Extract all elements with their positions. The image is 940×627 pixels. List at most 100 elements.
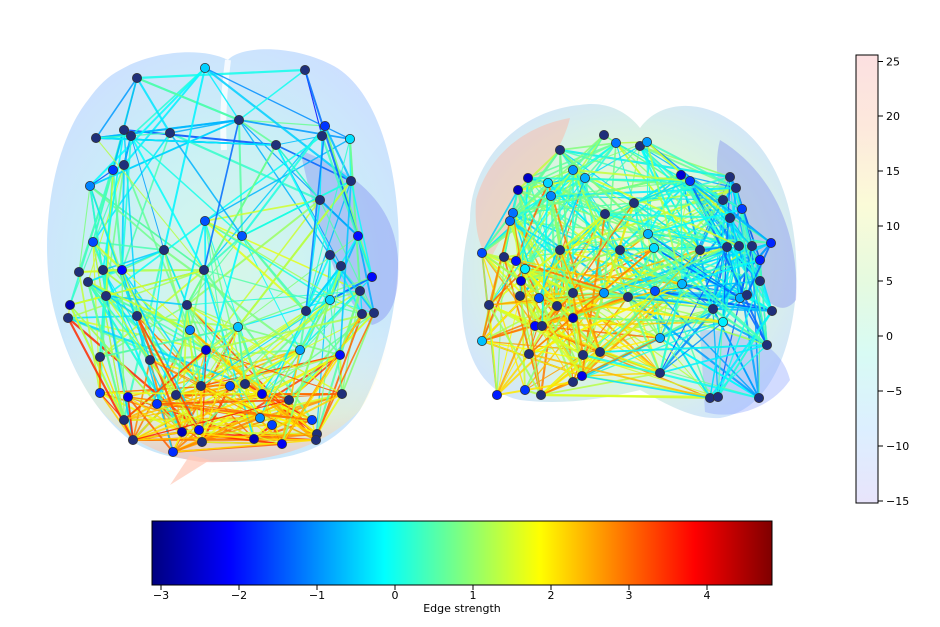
network-edge xyxy=(204,67,240,121)
network-edge xyxy=(654,289,773,313)
network-edge xyxy=(204,220,246,385)
network-edge xyxy=(237,180,352,328)
network-edge xyxy=(315,265,342,441)
network-edge xyxy=(98,295,108,358)
network-edge xyxy=(680,174,683,285)
network-node xyxy=(580,172,591,183)
network-node xyxy=(198,264,209,275)
network-edge xyxy=(627,247,655,298)
network-node xyxy=(731,182,742,193)
network-edge xyxy=(729,176,741,299)
network-edge xyxy=(627,296,661,339)
network-edge xyxy=(481,220,511,342)
network-node xyxy=(766,237,777,248)
network-node xyxy=(314,194,325,205)
network-edge xyxy=(99,356,134,441)
network-edge xyxy=(572,199,724,294)
horizontal-colorbar-tick-label: 0 xyxy=(392,589,399,602)
network-node xyxy=(98,264,109,275)
network-edge xyxy=(481,252,543,327)
network-edge xyxy=(316,393,343,435)
network-node xyxy=(256,388,267,399)
network-edge xyxy=(746,242,772,296)
network-edge xyxy=(550,180,691,197)
network-edge xyxy=(198,417,261,431)
vertical-colorbar: 25 20 15 10 5 0 xyxy=(855,54,909,508)
network-edge xyxy=(127,396,174,453)
network-edge xyxy=(572,169,629,298)
network-edge xyxy=(132,359,151,441)
network-edge xyxy=(204,220,307,312)
network-node xyxy=(483,299,494,310)
network-edge xyxy=(316,312,375,435)
network-edge xyxy=(186,290,361,306)
network-edge xyxy=(524,268,629,298)
network-edge xyxy=(549,195,559,307)
network-edge xyxy=(517,149,561,191)
network-edge xyxy=(599,344,768,353)
vertical-colorbar-tick-label: 10 xyxy=(886,220,900,233)
network-node xyxy=(108,164,119,175)
vertical-colorbar-tick-label: −10 xyxy=(886,440,909,453)
network-edge xyxy=(238,119,326,127)
network-edge xyxy=(647,233,683,285)
network-edge xyxy=(105,169,114,297)
network-edge xyxy=(92,241,123,271)
network-edge xyxy=(324,125,373,278)
network-edge xyxy=(186,304,343,395)
network-node xyxy=(747,240,758,251)
network-edge xyxy=(517,142,617,191)
network-edge xyxy=(238,119,277,146)
network-edge xyxy=(89,119,240,187)
network-edge xyxy=(647,233,768,346)
network-edge xyxy=(149,359,261,419)
network-edge xyxy=(488,177,586,306)
network-edge xyxy=(496,353,530,396)
network-edge xyxy=(259,349,301,419)
network-edge xyxy=(633,202,655,249)
network-node xyxy=(344,133,355,144)
network-edge xyxy=(121,132,171,271)
network-edge xyxy=(92,241,202,387)
network-node xyxy=(513,184,524,195)
network-edge xyxy=(653,247,768,346)
network-edge xyxy=(172,385,231,453)
network-node xyxy=(510,255,521,266)
network-edge xyxy=(646,141,649,235)
horizontal-colorbar: −3 −2 −1 0 1 2 xyxy=(151,520,773,615)
vertical-colorbar-tick-label: −15 xyxy=(886,495,909,508)
network-edge xyxy=(203,119,240,271)
network-edge xyxy=(305,138,351,312)
network-node xyxy=(270,139,281,150)
vertical-colorbar-tick-label: 15 xyxy=(886,165,900,178)
network-node xyxy=(199,215,210,226)
network-node xyxy=(232,321,243,332)
network-edge xyxy=(515,260,661,374)
network-node xyxy=(650,285,661,296)
horizontal-colorbar-tick: 2 xyxy=(548,585,555,602)
network-edge xyxy=(95,77,138,139)
network-node xyxy=(600,208,611,219)
network-node xyxy=(123,391,134,402)
network-node xyxy=(336,388,347,399)
network-edge xyxy=(99,392,134,441)
network-edge xyxy=(95,137,205,271)
network-edge xyxy=(738,245,773,312)
horizontal-colorbar-label: Edge strength xyxy=(423,602,501,615)
network-node xyxy=(334,349,345,360)
horizontal-colorbar-tick-label: 3 xyxy=(626,589,633,602)
horizontal-colorbar-tick: −1 xyxy=(309,585,325,602)
network-edge xyxy=(253,393,343,440)
network-edge xyxy=(175,304,188,396)
network-edge xyxy=(647,233,741,299)
network-edge xyxy=(639,145,737,189)
horizontal-colorbar-tick-label: −2 xyxy=(231,589,247,602)
network-edge xyxy=(524,268,540,299)
network-edge xyxy=(581,375,711,399)
network-node xyxy=(504,215,515,226)
vertical-colorbar-tick-label: −5 xyxy=(886,385,902,398)
network-node xyxy=(755,254,766,265)
horizontal-colorbar-tick: 1 xyxy=(470,585,477,602)
network-edge xyxy=(237,326,263,395)
network-node xyxy=(599,129,610,140)
